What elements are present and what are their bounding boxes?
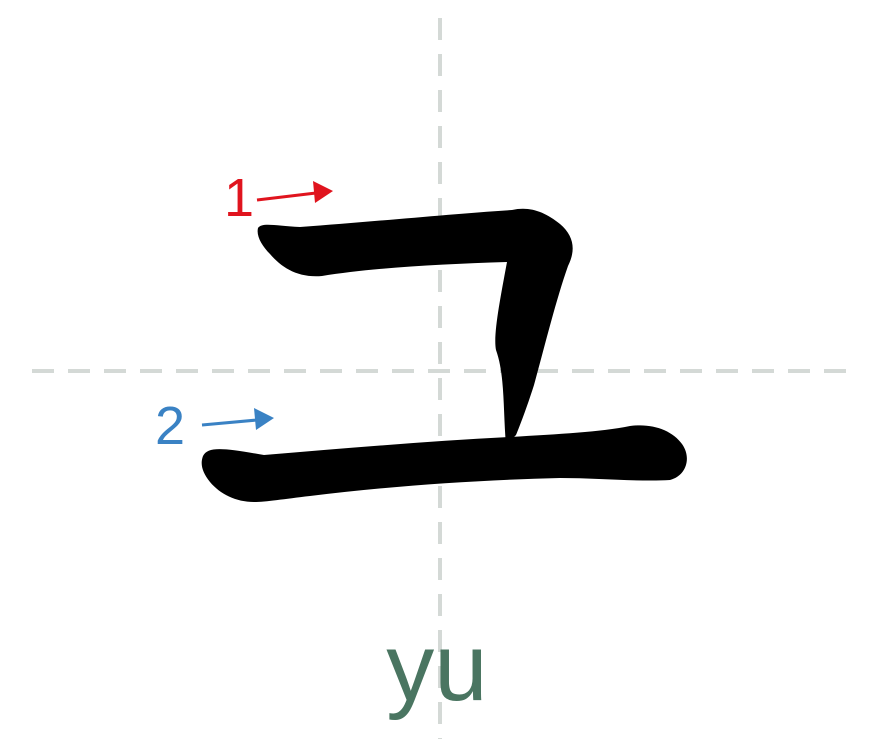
stroke-order-number-2: 2 [155, 396, 185, 456]
glyph-stroke-2 [201, 425, 687, 502]
stroke-order-number-1: 1 [224, 168, 254, 228]
stroke-direction-arrow-1 [256, 191, 317, 202]
romaji-label: yu [386, 614, 487, 721]
arrow-head-icon [254, 408, 274, 430]
stroke-order-marker-1: 1 [224, 168, 333, 228]
guide-grid [32, 18, 858, 739]
kana-glyph [201, 208, 687, 502]
glyph-stroke-1 [257, 208, 573, 445]
arrow-head-icon [313, 181, 333, 203]
stroke-order-marker-2: 2 [155, 396, 274, 456]
stroke-direction-arrow-2 [201, 418, 258, 427]
